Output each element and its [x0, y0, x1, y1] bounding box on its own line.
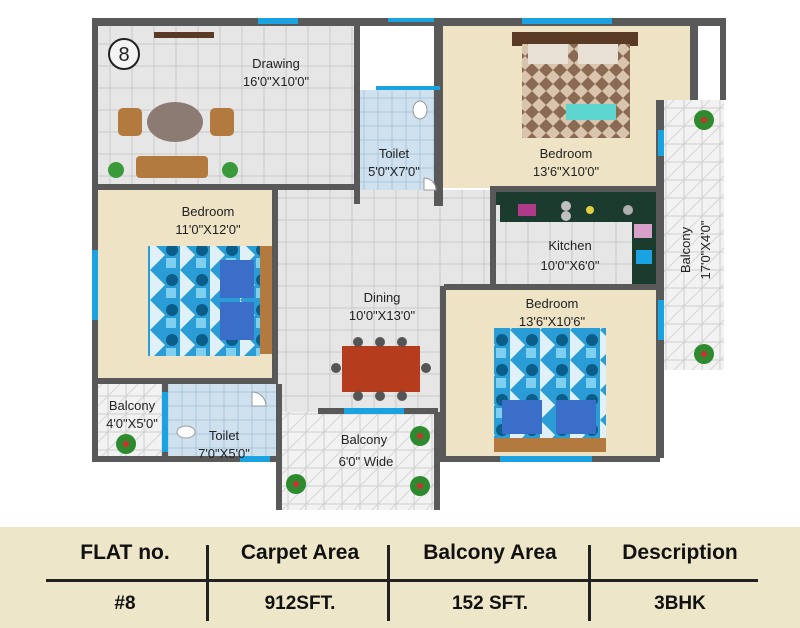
- toilet-bottom-name: Toilet: [209, 428, 240, 443]
- dining-size: 10'0"X13'0": [349, 308, 416, 323]
- sofa-set: [108, 32, 238, 178]
- bedroom-top-right-name: Bedroom: [540, 146, 593, 161]
- bed-left: [148, 246, 272, 356]
- balcony-right-floor: [660, 100, 724, 370]
- dining-table: [331, 337, 431, 401]
- header-description: Description: [622, 541, 738, 564]
- balcony-bottom-floor: [280, 412, 440, 510]
- kitchen-appliances: [518, 201, 652, 264]
- kitchen-floor: [494, 222, 632, 284]
- toilet-top-name: Toilet: [379, 146, 410, 161]
- balcony-plants: [116, 110, 714, 496]
- kitchen-name: Kitchen: [548, 238, 591, 253]
- cell-description: 3BHK: [654, 593, 706, 614]
- drawing-size: 16'0"X10'0": [243, 74, 310, 89]
- kitchen-size: 10'0"X6'0": [540, 258, 599, 273]
- balcony-bottom-size: 6'0" Wide: [339, 454, 394, 469]
- flat-badge-number: 8: [118, 44, 129, 66]
- flat-info-table: FLAT no. Carpet Area Balcony Area Descri…: [0, 527, 800, 628]
- toilet-bottom-size: 7'0"X5'0": [198, 446, 250, 461]
- header-flat-no: FLAT no.: [80, 541, 170, 564]
- bedroom-top-right-size: 13'6"X10'0": [533, 164, 600, 179]
- bed-bottom-right: [494, 328, 606, 452]
- flat-badge: 8: [108, 38, 140, 70]
- bedroom-bottom-right-size: 13'6"X10'6": [519, 314, 586, 329]
- windows: [92, 18, 664, 462]
- toilet-top-size: 5'0"X7'0": [368, 164, 420, 179]
- dining-name: Dining: [364, 290, 401, 305]
- balcony-right-size: 17'0"X4'0": [698, 220, 713, 279]
- cell-carpet-area: 912SFT.: [264, 593, 336, 614]
- column-divider: [588, 545, 591, 621]
- header-carpet-area: Carpet Area: [240, 541, 360, 564]
- table-row-divider: [46, 579, 758, 582]
- drawing-name: Drawing: [252, 56, 300, 71]
- bedroom-bottom-right-name: Bedroom: [526, 296, 579, 311]
- floor-plan: 8: [92, 18, 726, 510]
- bedroom-left-name: Bedroom: [182, 204, 235, 219]
- balcony-bottom-name: Balcony: [341, 432, 388, 447]
- toilet-fixtures: [176, 100, 437, 439]
- bedroom-left-size: 11'0"X12'0": [175, 222, 241, 237]
- header-balcony-area: Balcony Area: [423, 541, 557, 564]
- column-divider: [206, 545, 209, 621]
- bed-top-right: [512, 32, 638, 138]
- balcony-right-name: Balcony: [678, 226, 693, 273]
- balcony-left-name: Balcony: [109, 398, 156, 413]
- balcony-left-size: 4'0"X5'0": [106, 416, 158, 431]
- cell-balcony-area: 152 SFT.: [451, 593, 529, 614]
- cell-flat-no: #8: [114, 593, 136, 614]
- column-divider: [387, 545, 390, 621]
